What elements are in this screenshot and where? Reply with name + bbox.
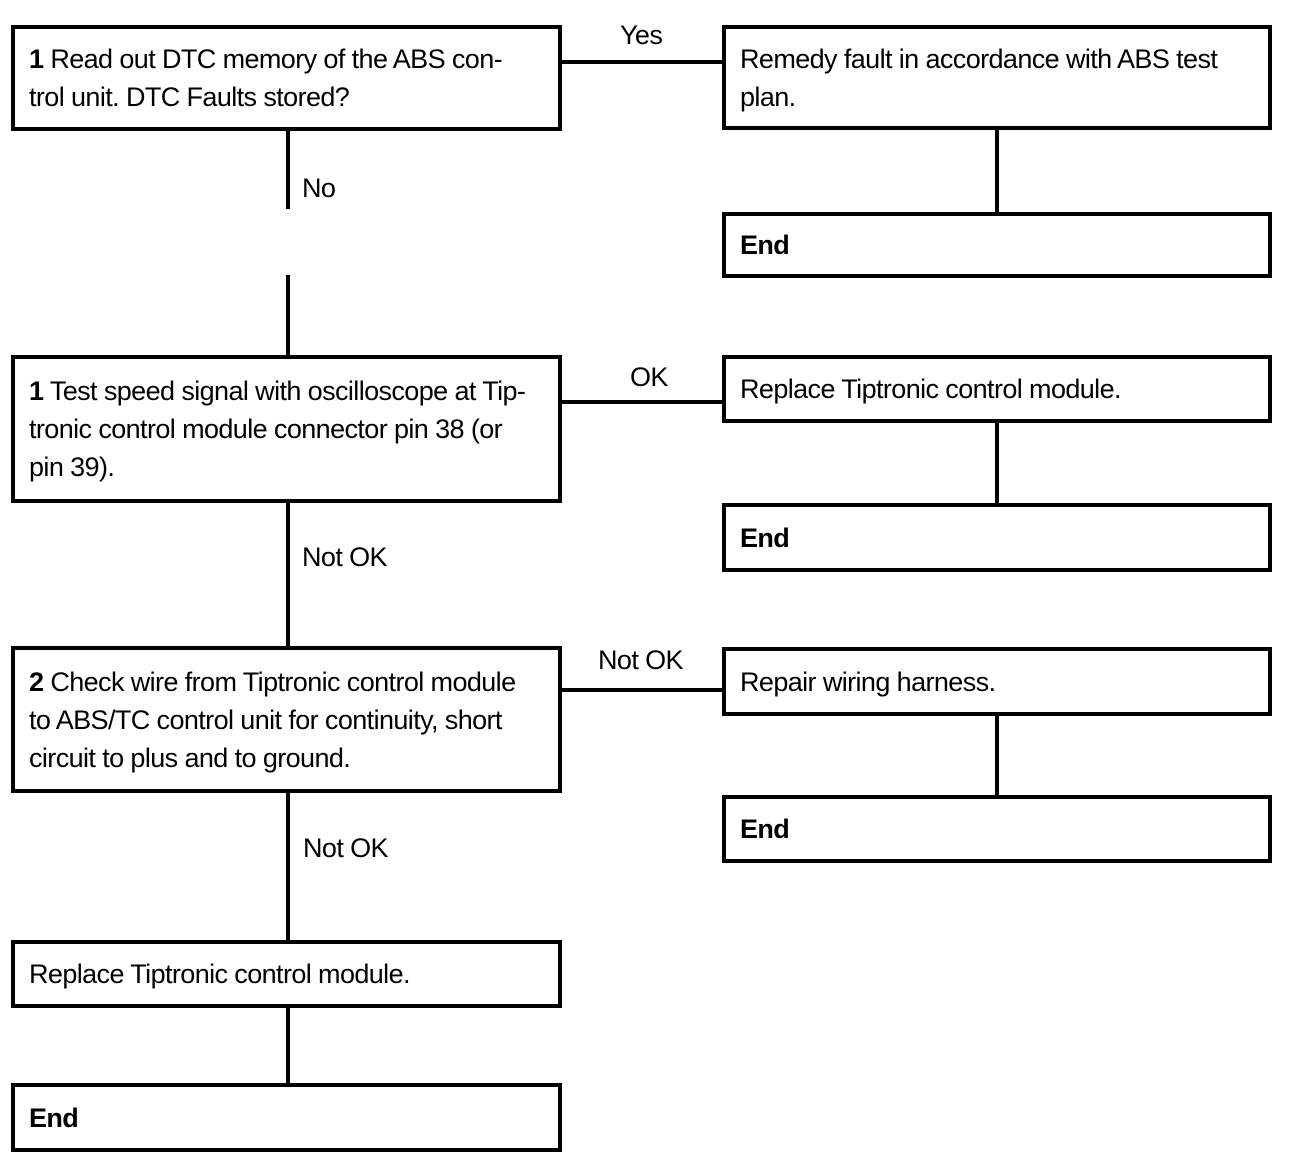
end-label: End — [740, 522, 790, 553]
flow-box-replace-module-left: Replace Tiptronic control module. — [11, 940, 562, 1008]
connector-yes-line — [562, 60, 722, 64]
end-label: End — [740, 814, 790, 844]
end-box-2: End — [722, 503, 1272, 572]
step-number: 2 — [29, 666, 44, 697]
flow-box-repair-harness: Repair wiring harness. — [722, 647, 1272, 716]
end-box-4: End — [11, 1083, 562, 1152]
flow-box-text: 1 Read out DTC memory of the ABS con- tr… — [29, 44, 503, 112]
connector-replace-to-end — [995, 423, 999, 503]
connector-ok-line — [562, 400, 722, 404]
flow-box-text: Replace Tiptronic control module. — [29, 959, 411, 989]
connector-not-ok-1 — [286, 503, 290, 646]
connector-not-ok-branch-line — [562, 688, 722, 692]
flow-box-read-dtc-memory: 1 Read out DTC memory of the ABS con- tr… — [11, 25, 562, 131]
flow-box-text: Repair wiring harness. — [740, 666, 996, 697]
flow-box-text: Remedy fault in accordance with ABS test… — [740, 43, 1218, 112]
flow-box-text: Replace Tiptronic control module. — [740, 374, 1122, 404]
flow-box-text: 1 Test speed signal with oscilloscope at… — [29, 376, 526, 482]
connector-remedy-to-end — [995, 130, 999, 212]
edge-label-not-ok-2: Not OK — [598, 645, 684, 675]
connector-repair-to-end — [995, 716, 999, 795]
step-number: 1 — [29, 376, 44, 406]
edge-label-not-ok-1: Not OK — [302, 542, 388, 572]
end-label: End — [29, 1102, 79, 1133]
end-box-3: End — [722, 795, 1272, 863]
end-box-1: End — [722, 212, 1272, 278]
step-number: 1 — [29, 44, 44, 74]
connector-not-ok-3 — [286, 793, 290, 940]
edge-label-ok: OK — [630, 362, 668, 392]
edge-label-yes: Yes — [620, 20, 663, 50]
flow-box-remedy-fault: Remedy fault in accordance with ABS test… — [722, 25, 1272, 130]
connector-replace-to-end-left — [286, 1008, 290, 1083]
connector-no-upper — [286, 131, 290, 209]
flow-box-test-speed-signal: 1 Test speed signal with oscilloscope at… — [11, 355, 562, 503]
flow-box-replace-module-right: Replace Tiptronic control module. — [722, 355, 1272, 423]
flow-box-text: 2 Check wire from Tiptronic control modu… — [29, 666, 516, 773]
end-label: End — [740, 230, 790, 260]
flow-box-check-wire: 2 Check wire from Tiptronic control modu… — [11, 646, 562, 793]
edge-label-no: No — [302, 173, 336, 203]
edge-label-not-ok-3: Not OK — [303, 833, 389, 863]
connector-no-lower — [286, 275, 290, 355]
